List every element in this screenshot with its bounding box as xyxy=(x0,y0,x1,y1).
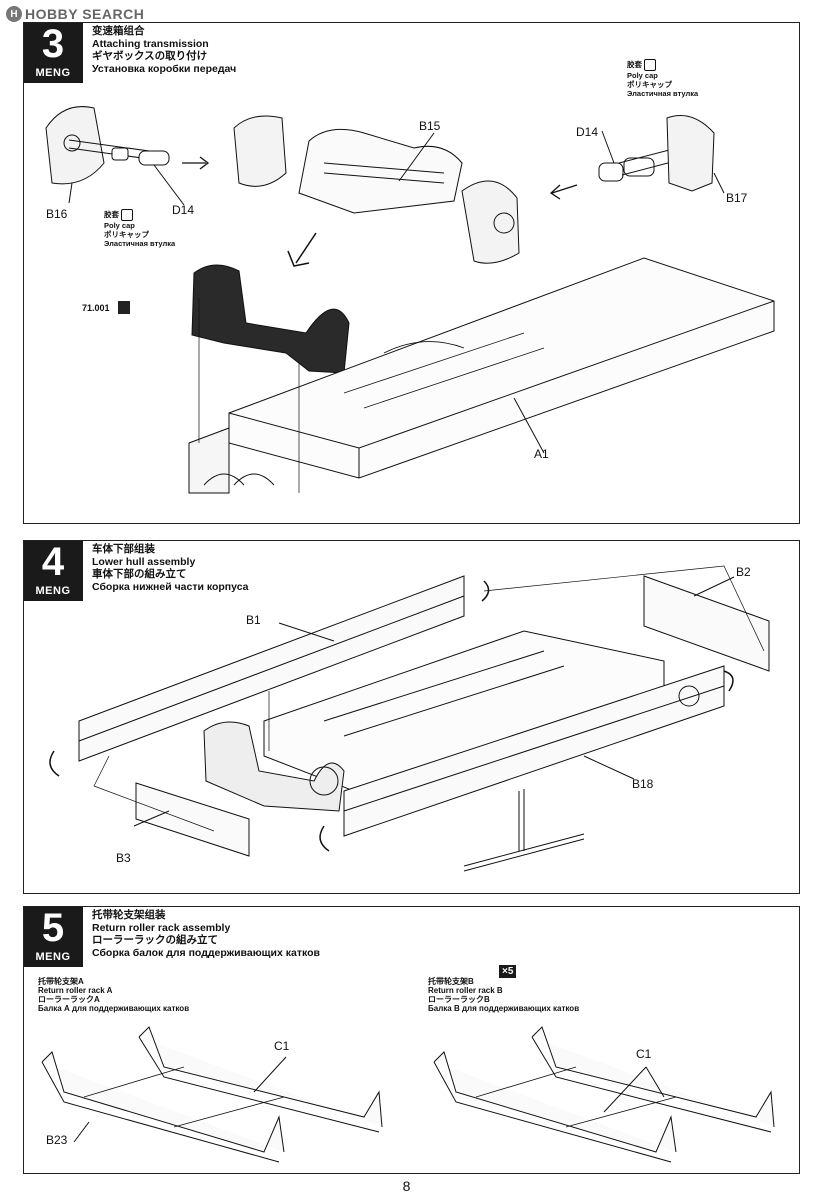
rack-a-ru: Балка А для поддерживающих катков xyxy=(38,1004,190,1013)
step-3-panel: 3 MENG 变速箱组合 Attaching transmission ギヤボッ… xyxy=(23,22,800,524)
label-b17: B17 xyxy=(726,191,748,205)
step-4-panel: 4 MENG 车体下部组装 Lower hull assembly 車体下部の組… xyxy=(23,540,800,894)
polycap-jp: ポリキャップ xyxy=(627,80,672,89)
polycap-icon xyxy=(644,59,657,71)
step-5-panel: 5 MENG 托带轮支架组装 Return roller rack assemb… xyxy=(23,906,800,1174)
step-number: 3 xyxy=(41,22,65,66)
watermark-text: HOBBY SEARCH xyxy=(25,6,145,22)
polycap-icon xyxy=(121,209,134,221)
label-d14-right: D14 xyxy=(576,125,599,139)
step-4-badge: 4 MENG xyxy=(24,540,83,601)
title-ru: Сборка балок для поддерживающих катков xyxy=(92,946,320,959)
step-number: 4 xyxy=(41,540,65,584)
label-d14-left: D14 xyxy=(172,203,195,217)
step-3-badge: 3 MENG xyxy=(24,22,83,83)
watermark-logo: H xyxy=(6,6,22,22)
polycap-ru: Эластичная втулка xyxy=(627,89,699,98)
brand-logo: MENG xyxy=(35,67,71,79)
title-ru: Сборка нижней части корпуса xyxy=(92,580,249,593)
step-4-titles: 车体下部组装 Lower hull assembly 車体下部の組み立て Сбо… xyxy=(92,543,249,593)
step-5-diagram xyxy=(41,1026,775,1163)
label-b23: B23 xyxy=(46,1133,68,1147)
title-ru: Установка коробки передач xyxy=(92,62,237,75)
watermark: H HOBBY SEARCH xyxy=(6,4,144,24)
paint-brush-icon xyxy=(118,301,130,314)
polycap-en: Poly cap xyxy=(104,221,135,230)
polycap-note-left: 胶套 Poly cap ポリキャップ Эластичная втулка xyxy=(104,209,175,248)
label-c1-a: C1 xyxy=(274,1039,290,1053)
rack-a-jp: ローラーラックA xyxy=(38,995,100,1004)
brand-logo: MENG xyxy=(35,951,71,963)
label-b2: B2 xyxy=(736,565,751,579)
rack-b-label: 托带轮支架B Return roller rack B ローラーラックB Бал… xyxy=(428,977,579,1013)
rack-a-en: Return roller rack A xyxy=(38,986,113,995)
label-b3: B3 xyxy=(116,851,131,865)
label-c1-b: C1 xyxy=(636,1047,652,1061)
label-a1: A1 xyxy=(534,447,549,461)
step-3-diagram xyxy=(45,106,775,494)
polycap-cn: 胶套 xyxy=(104,209,119,219)
label-b18: B18 xyxy=(632,777,654,791)
polycap-jp: ポリキャップ xyxy=(104,230,149,239)
title-en: Lower hull assembly xyxy=(92,555,196,568)
title-cn: 变速箱组合 xyxy=(92,25,145,37)
title-jp: ギヤボックスの取り付け xyxy=(92,50,208,62)
polycap-en: Poly cap xyxy=(627,71,658,80)
label-b16: B16 xyxy=(46,207,68,221)
quantity-multiplier: ×5 xyxy=(499,965,517,978)
rack-a-cn: 托带轮支架A xyxy=(38,977,84,986)
step-5-titles: 托带轮支架组装 Return roller rack assembly ローラー… xyxy=(92,909,320,959)
polycap-ru: Эластичная втулка xyxy=(104,239,176,248)
title-en: Return roller rack assembly xyxy=(92,921,231,934)
polycap-note-right: 胶套 Poly cap ポリキャップ Эластичная втулка xyxy=(627,59,698,98)
title-jp: 車体下部の組み立て xyxy=(92,568,187,580)
polycap-cn: 胶套 xyxy=(627,59,642,69)
rack-a-label: 托带轮支架A Return roller rack A ローラーラックA Бал… xyxy=(38,977,189,1013)
title-cn: 托带轮支架组装 xyxy=(92,909,166,921)
rack-b-cn: 托带轮支架B xyxy=(428,977,474,986)
step-5-badge: 5 MENG xyxy=(24,906,83,967)
rack-b-en: Return roller rack B xyxy=(428,986,503,995)
title-jp: ローラーラックの組み立て xyxy=(92,934,218,946)
step-3-titles: 变速箱组合 Attaching transmission ギヤボックスの取り付け… xyxy=(92,25,236,75)
label-b15: B15 xyxy=(419,119,441,133)
page-number: 8 xyxy=(402,1178,411,1194)
title-cn: 车体下部组装 xyxy=(92,543,155,555)
label-b1: B1 xyxy=(246,613,261,627)
step-4-diagram xyxy=(49,565,770,872)
paint-code: 71.001 xyxy=(82,303,110,313)
brand-logo: MENG xyxy=(35,585,71,597)
title-en: Attaching transmission xyxy=(92,37,209,50)
rack-b-ru: Балка В для поддерживающих катков xyxy=(428,1004,580,1013)
step-number: 5 xyxy=(41,906,65,950)
rack-b-jp: ローラーラックB xyxy=(428,995,490,1004)
